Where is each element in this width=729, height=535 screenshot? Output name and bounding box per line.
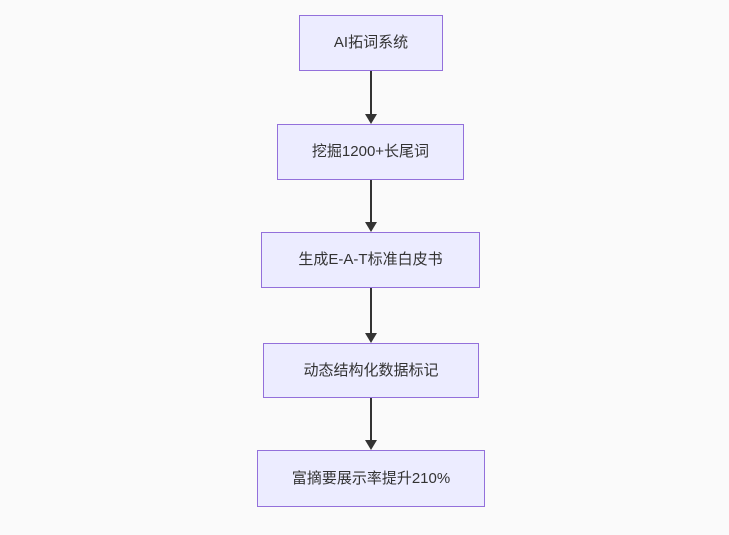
flow-node-ai-word-expansion: AI拓词系统 (299, 15, 443, 71)
flow-node-label: 动态结构化数据标记 (303, 361, 439, 379)
flow-node-label: 生成E-A-T标准白皮书 (298, 251, 443, 268)
arrow-line-3 (370, 288, 372, 334)
arrow-head-icon (365, 333, 377, 343)
flow-node-label: 挖掘1200+长尾词 (311, 143, 430, 160)
arrow-line-4 (370, 398, 372, 441)
flow-node-rich-snippet-result: 富摘要展示率提升210% (257, 450, 485, 507)
arrow-head-icon (365, 114, 377, 124)
arrow-line-1 (370, 71, 372, 115)
flow-node-label: 富摘要展示率提升210% (291, 469, 451, 487)
flow-node-label: AI拓词系统 (333, 34, 409, 51)
flow-node-longtail-mining: 挖掘1200+长尾词 (277, 124, 464, 180)
arrow-head-icon (365, 440, 377, 450)
arrow-line-2 (370, 180, 372, 223)
arrow-head-icon (365, 222, 377, 232)
flow-node-structured-data-markup: 动态结构化数据标记 (263, 343, 479, 398)
flow-node-eat-whitepaper: 生成E-A-T标准白皮书 (261, 232, 480, 288)
